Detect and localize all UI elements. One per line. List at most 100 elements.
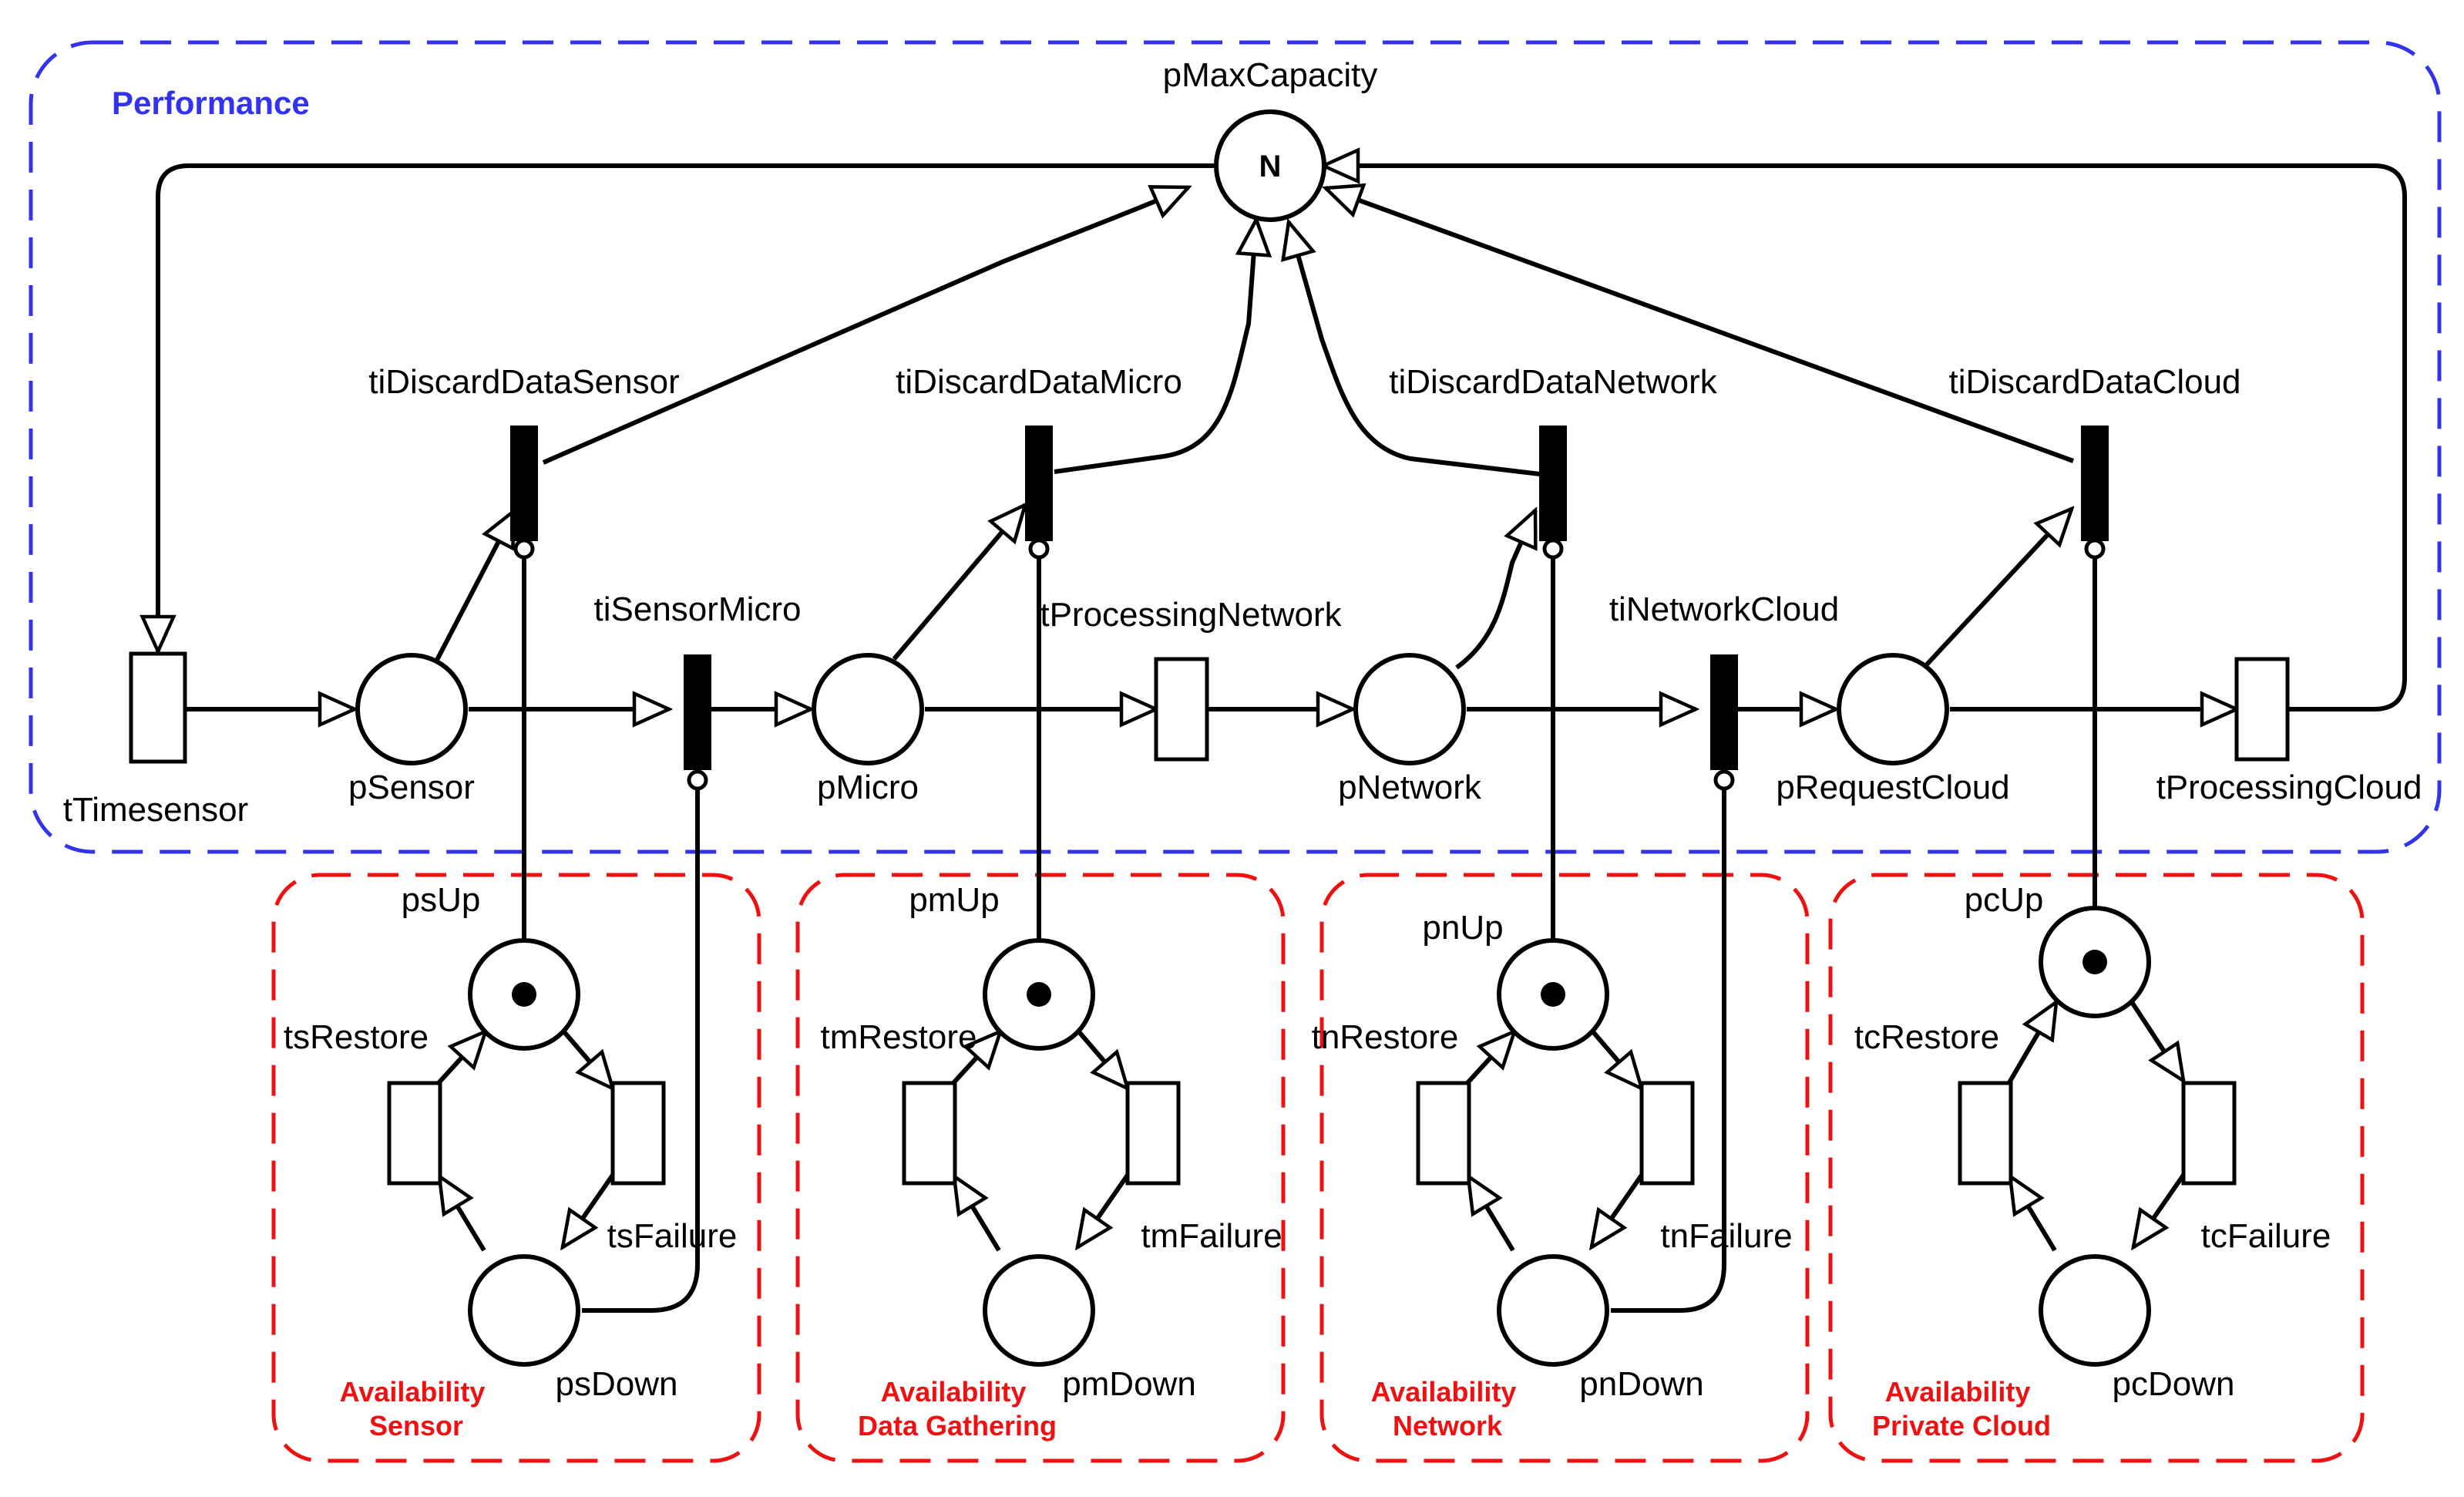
- availability-private-cloud-label: Availability Private Cloud: [1872, 1376, 2051, 1441]
- place-psDown: [468, 1254, 580, 1367]
- transition-tiSensorMicro: [684, 654, 711, 770]
- label-pnDown: pnDown: [1579, 1365, 1703, 1403]
- label-pmDown: pmDown: [1062, 1365, 1196, 1403]
- transition-tcRestore: [1958, 1081, 2013, 1186]
- label-pnUp: pnUp: [1422, 909, 1503, 947]
- label-tProcessingNetwork: tProcessingNetwork: [1040, 596, 1342, 634]
- performance-group-label: Performance: [112, 85, 310, 121]
- transition-tiDiscardDataMicro: [1025, 426, 1053, 541]
- arc-tiDiscardDataSensor-pMaxCapacity: [542, 187, 1188, 465]
- place-pcDown: [2039, 1254, 2151, 1367]
- label-tiDiscardDataSensor: tiDiscardDataSensor: [368, 363, 680, 401]
- label-tnRestore: tnRestore: [1312, 1018, 1459, 1056]
- transition-tsFailure: [610, 1081, 666, 1186]
- transition-tiNetworkCloud: [1710, 654, 1738, 770]
- arc-pnUp-tnFailure: [1588, 1027, 1642, 1088]
- transition-tcFailure: [2181, 1081, 2237, 1186]
- arc-pcDown-tcRestore: [2010, 1176, 2057, 1252]
- label-pMicro: pMicro: [817, 769, 919, 806]
- transition-tTimesensor: [129, 651, 187, 764]
- label-tiDiscardDataNetwork: tiDiscardDataNetwork: [1389, 363, 1717, 401]
- arc-tProcessingCloud-pMaxCapacity: [1323, 166, 2407, 711]
- token-pnUp: [1541, 982, 1565, 1007]
- label-pSensor: pSensor: [348, 769, 475, 806]
- inhibitor-arc-psDown-tiSensorMicro: [582, 790, 700, 1313]
- label-psUp: psUp: [402, 881, 481, 919]
- transition-tmFailure: [1125, 1081, 1181, 1186]
- arc-pMaxCapacity-tTimesensor: [158, 163, 1216, 651]
- label-pRequestCloud: pRequestCloud: [1776, 769, 2009, 806]
- transition-tProcessingNetwork: [1154, 657, 1209, 762]
- arc-tcFailure-pcDown: [2133, 1170, 2188, 1247]
- label-tnFailure: tnFailure: [1660, 1217, 1792, 1255]
- label-tiDiscardDataMicro: tiDiscardDataMicro: [896, 363, 1182, 401]
- pMaxCapacity-marking: N: [1259, 150, 1282, 183]
- label-tiNetworkCloud: tiNetworkCloud: [1609, 590, 1839, 628]
- label-pmUp: pmUp: [909, 881, 999, 919]
- label-tmRestore: tmRestore: [821, 1018, 977, 1056]
- inhibitor-head-tiSensorMicro: [687, 769, 708, 791]
- arc-tiDiscardDataMicro-pMaxCapacity: [1054, 220, 1256, 474]
- inhibitor-head-tiDiscardDataCloud: [2084, 538, 2106, 560]
- inhibitor-head-tiDiscardDataMicro: [1028, 538, 1050, 560]
- label-tcFailure: tcFailure: [2201, 1217, 2331, 1255]
- label-tcRestore: tcRestore: [1854, 1018, 1999, 1056]
- label-tTimesensor: tTimesensor: [63, 791, 248, 829]
- performance-group-box: [29, 40, 2442, 854]
- arc-pmUp-tmFailure: [1074, 1027, 1128, 1088]
- token-psUp: [512, 982, 536, 1007]
- label-tmFailure: tmFailure: [1141, 1217, 1282, 1255]
- transition-tnFailure: [1639, 1081, 1695, 1186]
- label-pMaxCapacity: pMaxCapacity: [1163, 56, 1378, 94]
- token-pmUp: [1027, 982, 1051, 1007]
- arc-pNetwork-tiDiscardDataNetwork: [1455, 510, 1538, 670]
- label-tsFailure: tsFailure: [607, 1217, 738, 1255]
- label-tiDiscardDataCloud: tiDiscardDataCloud: [1948, 363, 2240, 401]
- arc-tcRestore-pcUp: [2006, 1002, 2056, 1085]
- inhibitor-arc-pnDown-tiNetworkCloud: [1611, 790, 1726, 1313]
- arc-pMicro-tiDiscardDataMicro: [892, 505, 1025, 661]
- arc-tnRestore-pnUp: [1464, 1031, 1514, 1086]
- transition-tiDiscardDataNetwork: [1539, 426, 1567, 541]
- label-pcUp: pcUp: [1965, 881, 2044, 919]
- place-pMaxCapacity: [1214, 109, 1326, 222]
- label-pcDown: pcDown: [2113, 1365, 2235, 1403]
- token-pcUp: [2082, 950, 2107, 974]
- arc-pcUp-tcFailure: [2130, 1001, 2183, 1081]
- label-pNetwork: pNetwork: [1338, 769, 1482, 806]
- arc-psUp-tsFailure: [559, 1027, 613, 1088]
- place-pNetwork: [1353, 653, 1466, 765]
- transition-tiDiscardDataCloud: [2081, 426, 2109, 541]
- availability-data-gathering-label: Availability Data Gathering: [858, 1376, 1057, 1441]
- arc-pSensor-tiDiscardDataSensor: [434, 510, 517, 663]
- transition-tiDiscardDataSensor: [510, 426, 538, 541]
- label-tProcessingCloud: tProcessingCloud: [2156, 769, 2422, 806]
- arc-psDown-tsRestore: [439, 1176, 486, 1252]
- inhibitor-head-tiDiscardDataSensor: [513, 538, 535, 560]
- arc-tmRestore-pmUp: [950, 1031, 1000, 1086]
- inhibitor-head-tiNetworkCloud: [1713, 769, 1735, 791]
- arc-tsFailure-psDown: [563, 1170, 617, 1247]
- inhibitor-head-tiDiscardDataNetwork: [1542, 538, 1564, 560]
- arc-tnFailure-pnDown: [1592, 1170, 1646, 1247]
- place-pnDown: [1497, 1254, 1609, 1367]
- arc-tiDiscardDataNetwork-pMaxCapacity: [1289, 222, 1541, 476]
- availability-sensor-label: Availability Sensor: [340, 1376, 493, 1441]
- label-tiSensorMicro: tiSensorMicro: [594, 590, 802, 628]
- transition-tmRestore: [902, 1081, 957, 1186]
- label-tsRestore: tsRestore: [284, 1018, 429, 1056]
- place-pSensor: [355, 653, 468, 765]
- arc-pmDown-tmRestore: [954, 1176, 1001, 1252]
- label-psDown: psDown: [556, 1365, 678, 1403]
- arc-tiDiscardDataCloud-pMaxCapacity: [1326, 188, 2075, 463]
- transition-tProcessingCloud: [2234, 657, 2290, 762]
- place-pMicro: [812, 653, 924, 765]
- availability-network-box: [1319, 873, 1810, 1463]
- availability-network-label: Availability Network: [1371, 1376, 1524, 1441]
- availability-sensor-box: [271, 873, 761, 1463]
- place-pmDown: [983, 1254, 1095, 1367]
- transition-tsRestore: [387, 1081, 442, 1186]
- arc-tsRestore-psUp: [435, 1031, 486, 1086]
- arc-tmFailure-pmDown: [1077, 1170, 1132, 1247]
